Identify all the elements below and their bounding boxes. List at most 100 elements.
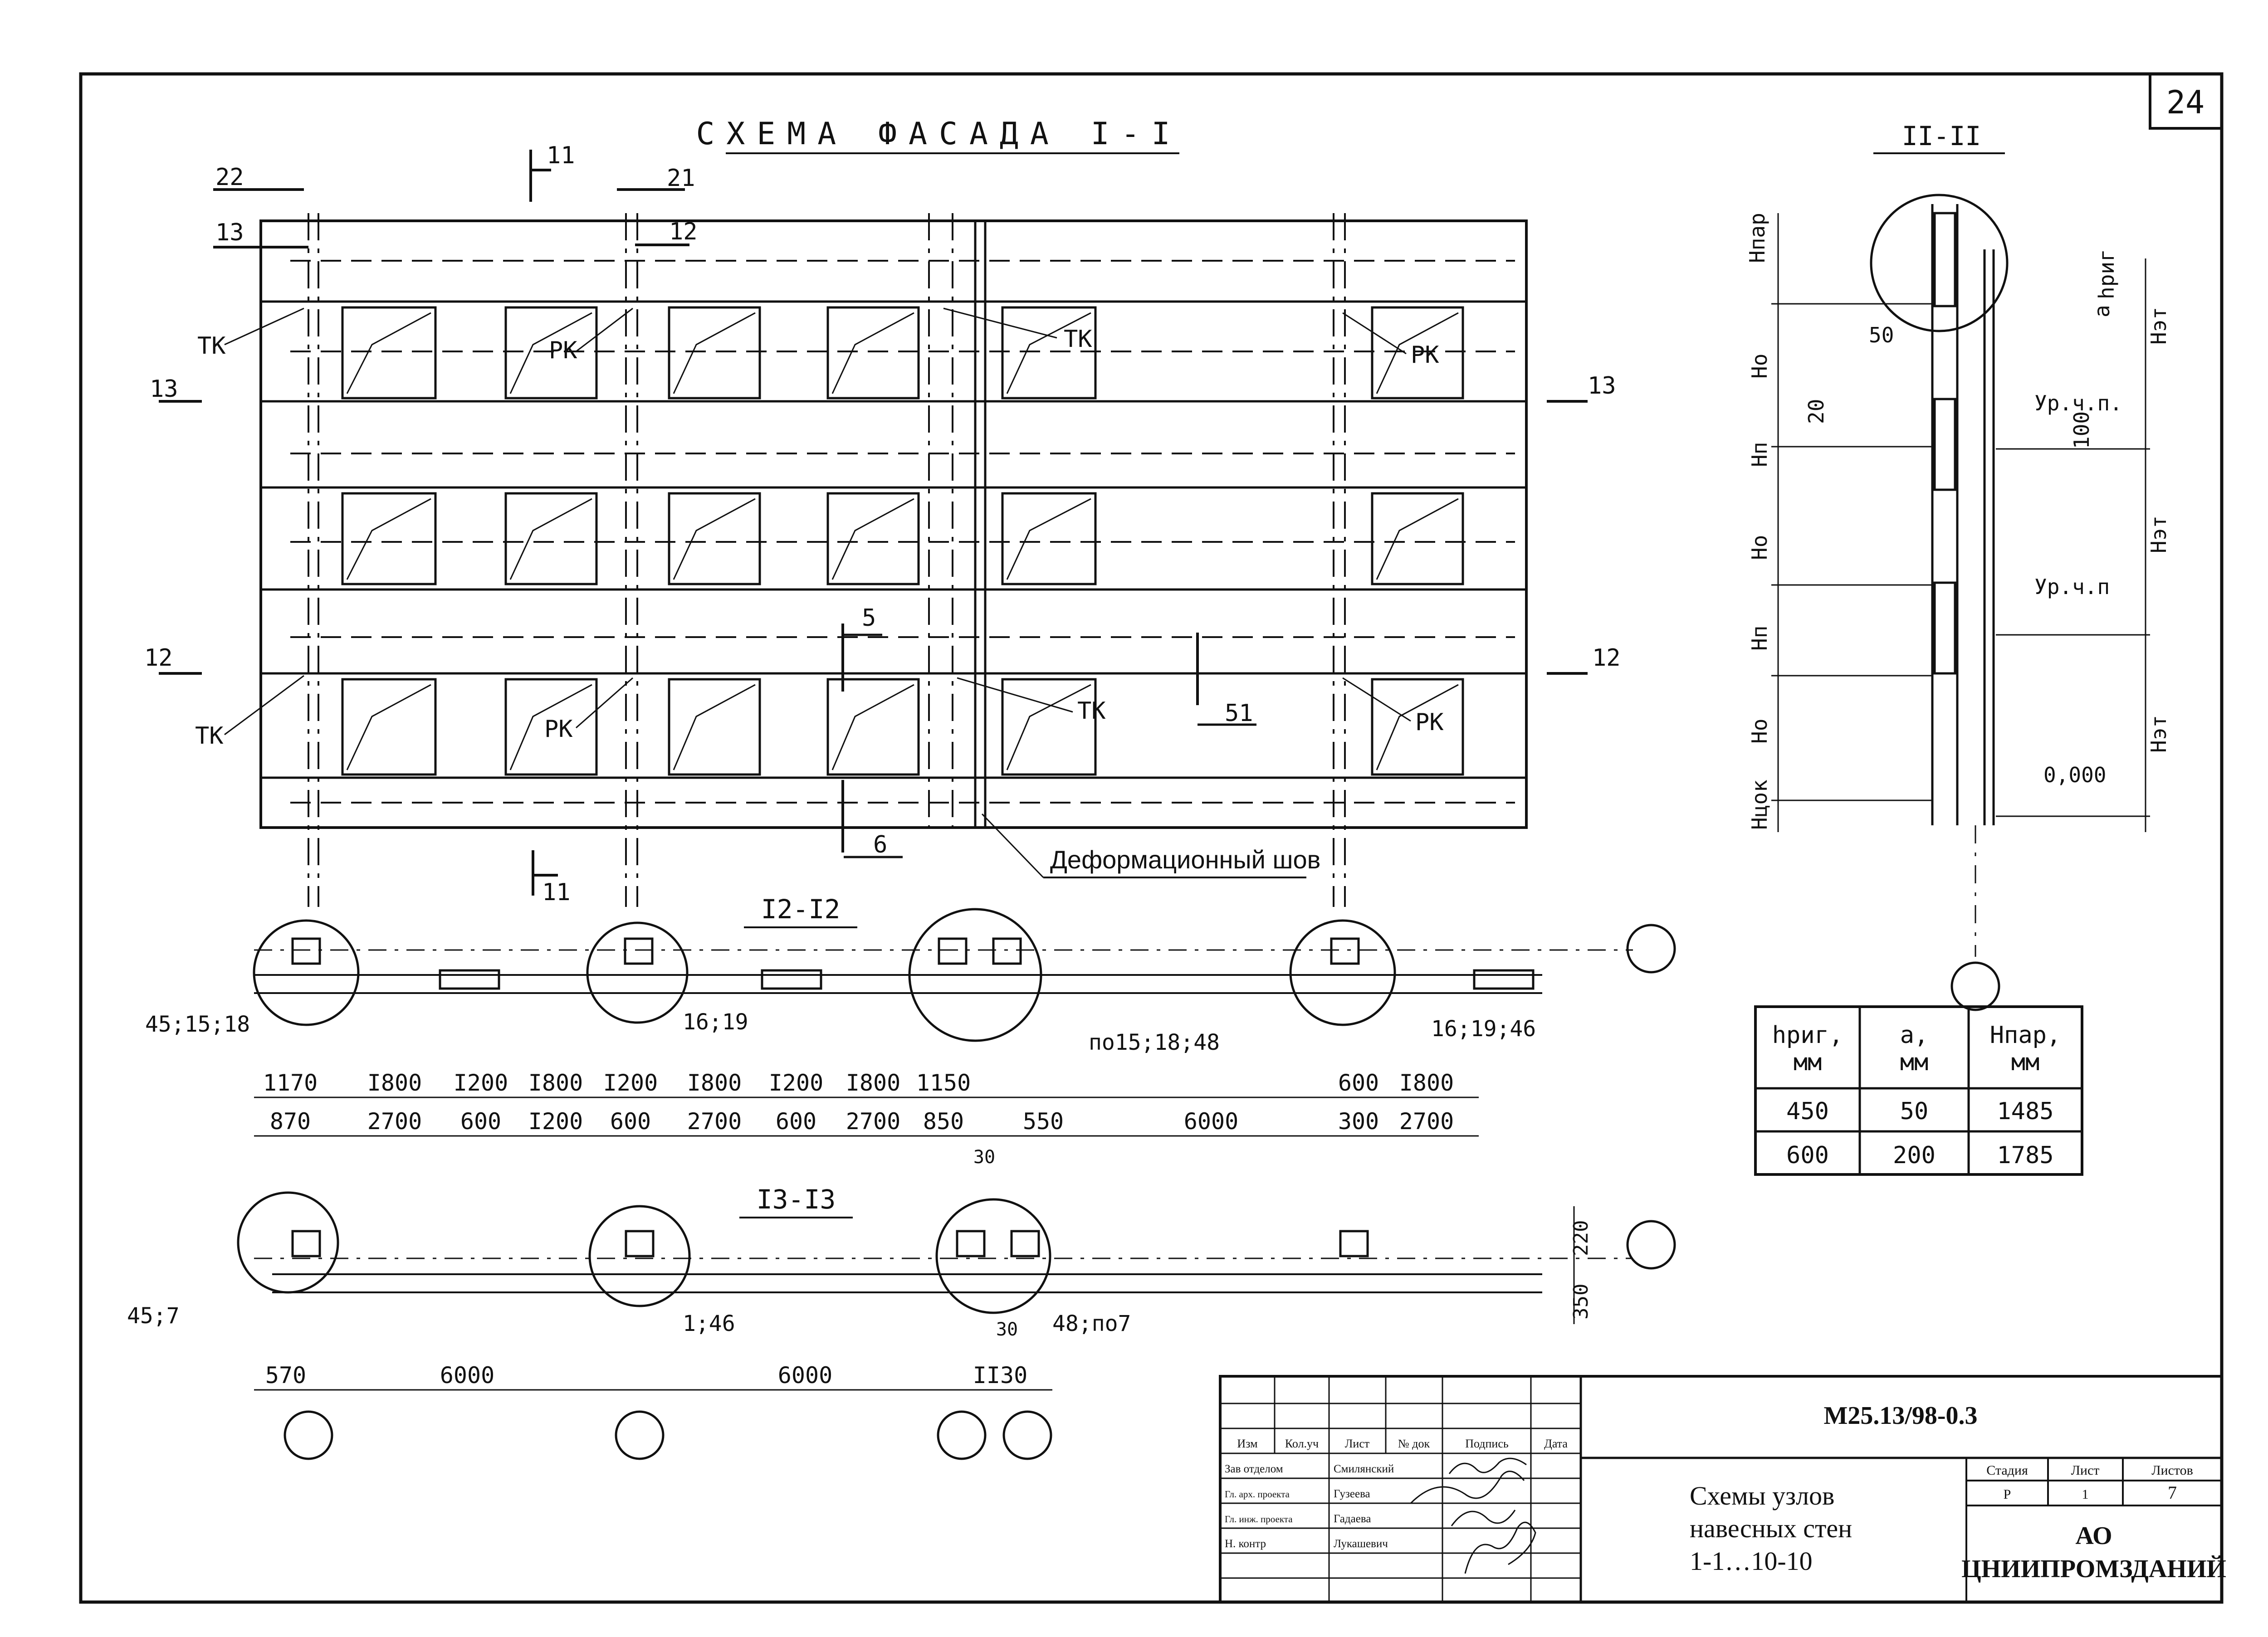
signatures bbox=[1410, 1457, 1536, 1574]
label-rk-2: РК bbox=[1411, 341, 1439, 369]
marker-12a: 12 bbox=[669, 218, 698, 245]
tb-name-2: Гузеева bbox=[1334, 1488, 1370, 1500]
facade-title: СХЕМА ФАСАДА I-I bbox=[696, 116, 1182, 152]
label-100: 100 bbox=[2069, 411, 2094, 449]
plan-12-title: I2-I2 bbox=[761, 894, 841, 925]
deformation-joint-label: Деформационный шов bbox=[1050, 845, 1320, 874]
label-ho-3: Но bbox=[1747, 719, 1772, 744]
dim12-bot-7: 600 bbox=[776, 1108, 816, 1135]
plan-i3-i3: I3-I3 45;7 1;46 48;по7 220 350 bbox=[127, 1184, 1676, 1460]
marker-12-right: 12 bbox=[1592, 644, 1621, 672]
tb-header-izm: Изм bbox=[1237, 1437, 1257, 1450]
tb-header-data: Дата bbox=[1544, 1437, 1568, 1450]
callout-16-19-46: 16;19;46 bbox=[1431, 1016, 1536, 1042]
plan-i2-i2: I2-I2 45;15;18 16;19 по15;18;48 16;19;46 bbox=[145, 894, 1676, 1168]
dim12-bot-11: 6000 bbox=[1184, 1108, 1238, 1135]
tb-sheet-header: Лист bbox=[2071, 1463, 2100, 1478]
parameter-table: hриг,мм а,мм Нпар,мм 450 50 1485 600 200… bbox=[1754, 1005, 2083, 1176]
dim13-3: 6000 bbox=[778, 1362, 832, 1389]
label-hp-1: Нп bbox=[1747, 442, 1772, 467]
label-het-3: Нэт bbox=[2146, 715, 2171, 753]
label-hrig: hриг bbox=[2094, 249, 2119, 299]
dim12-top-1: 1170 bbox=[263, 1070, 318, 1096]
dim12-top-3: I200 bbox=[454, 1070, 508, 1096]
tb-stage-value: Р bbox=[2004, 1487, 2011, 1502]
dim12-bot-9: 850 bbox=[923, 1108, 964, 1135]
dim12-bot-12: 300 bbox=[1338, 1108, 1379, 1135]
dim12-bot-5: 600 bbox=[610, 1108, 651, 1135]
tb-sheets-value: 7 bbox=[2168, 1482, 2177, 1503]
marker-13-left: 13 bbox=[150, 375, 178, 403]
tb-description-2: навесных стен bbox=[1690, 1514, 1852, 1543]
callout-45-7: 45;7 bbox=[127, 1303, 180, 1329]
marker-11-bottom: 11 bbox=[542, 879, 571, 906]
level-1: Ур.ч.п. bbox=[2034, 391, 2122, 415]
label-het-1: Нэт bbox=[2146, 307, 2171, 345]
marker-22: 22 bbox=[215, 164, 244, 191]
dim12-top-9: 1150 bbox=[916, 1070, 971, 1096]
dim12-top-2: I800 bbox=[367, 1070, 422, 1096]
facade-scheme: СХЕМА ФАСАДА I-I bbox=[144, 116, 1621, 907]
dim12-bot-4: I200 bbox=[528, 1108, 583, 1135]
section-ii-title: II-II bbox=[1902, 121, 1981, 151]
tb-stage-header: Стадия bbox=[1986, 1463, 2028, 1478]
tb-sheets-header: Листов bbox=[2151, 1463, 2193, 1478]
dim12-small: 30 bbox=[973, 1147, 995, 1168]
callout-1-46: 1;46 bbox=[683, 1311, 735, 1336]
label-20: 20 bbox=[1804, 399, 1828, 424]
label-tk-2: ТК bbox=[1064, 326, 1092, 353]
label-rk-4: РК bbox=[1415, 709, 1444, 736]
marker-11-top: 11 bbox=[547, 142, 575, 169]
dim12-bot-8: 2700 bbox=[846, 1108, 900, 1135]
tb-role-3: Гл. инж. проекта bbox=[1225, 1514, 1293, 1525]
side-dim-350: 350 bbox=[1569, 1284, 1593, 1320]
dim12-top-10: 600 bbox=[1338, 1070, 1379, 1096]
tb-name-1: Смилянский bbox=[1334, 1463, 1394, 1475]
table-cell-r2c2: 200 bbox=[1893, 1142, 1936, 1169]
tb-role-2: Гл. арх. проекта bbox=[1225, 1489, 1290, 1500]
tb-description-1: Схемы узлов bbox=[1690, 1481, 1834, 1510]
title-block: Изм Кол.уч Лист № док Подпись Дата Зав о… bbox=[1219, 1375, 2226, 1603]
label-het-2: Нэт bbox=[2146, 516, 2171, 553]
tb-org-2: ЦНИИПРОМЗДАНИЙ bbox=[1961, 1555, 2226, 1583]
dim12-top-5: I200 bbox=[603, 1070, 658, 1096]
callout-16-19: 16;19 bbox=[683, 1009, 748, 1035]
label-a: а bbox=[2090, 305, 2114, 317]
sheet-frame: 24 bbox=[79, 72, 2224, 1604]
marker-6: 6 bbox=[873, 831, 887, 858]
tb-name-3: Гадаева bbox=[1334, 1513, 1371, 1525]
table-cell-r2c1: 600 bbox=[1786, 1142, 1829, 1169]
label-ho-1: Но bbox=[1747, 354, 1772, 379]
marker-13-right: 13 bbox=[1588, 372, 1616, 400]
tb-name-4: Лукашевич bbox=[1334, 1538, 1388, 1550]
label-tk-1: ТК bbox=[197, 332, 226, 360]
section-ii-ii: II-II Нпар h bbox=[1745, 121, 2171, 1011]
tb-description-3: 1-1…10-10 bbox=[1690, 1546, 1813, 1576]
dim12-bot-10: 550 bbox=[1023, 1108, 1064, 1135]
dim13-2: 6000 bbox=[440, 1362, 494, 1389]
callout-48-po7: 48;по7 bbox=[1052, 1311, 1131, 1336]
tb-role-1: Зав отделом bbox=[1225, 1463, 1283, 1475]
tb-header-list: Лист bbox=[1345, 1437, 1369, 1450]
tb-header-ndok: № док bbox=[1398, 1437, 1430, 1450]
table-cell-r1c1: 450 bbox=[1786, 1098, 1829, 1125]
dim12-top-7: I200 bbox=[769, 1070, 823, 1096]
tb-header-podpis: Подпись bbox=[1465, 1437, 1509, 1450]
table-cell-r1c3: 1485 bbox=[1997, 1098, 2053, 1125]
dim12-bot-13: 2700 bbox=[1399, 1108, 1454, 1135]
callout-po15-18-48: по15;18;48 bbox=[1089, 1030, 1220, 1055]
dim12-bot-2: 2700 bbox=[367, 1108, 422, 1135]
level-2: Ур.ч.п bbox=[2034, 575, 2110, 599]
dim12-bot-6: 2700 bbox=[687, 1108, 742, 1135]
marker-51: 51 bbox=[1225, 700, 1253, 727]
label-tk-3: ТК bbox=[195, 722, 224, 750]
dim13-1: 570 bbox=[265, 1362, 306, 1389]
table-header-hrig: hриг,мм bbox=[1772, 1022, 1843, 1076]
label-hpar: Нпар bbox=[1745, 213, 1769, 263]
marker-5: 5 bbox=[862, 604, 876, 632]
dim12-bot-1: 870 bbox=[270, 1108, 311, 1135]
dim13-4: II30 bbox=[973, 1362, 1027, 1389]
label-hp-2: Нп bbox=[1747, 626, 1772, 651]
